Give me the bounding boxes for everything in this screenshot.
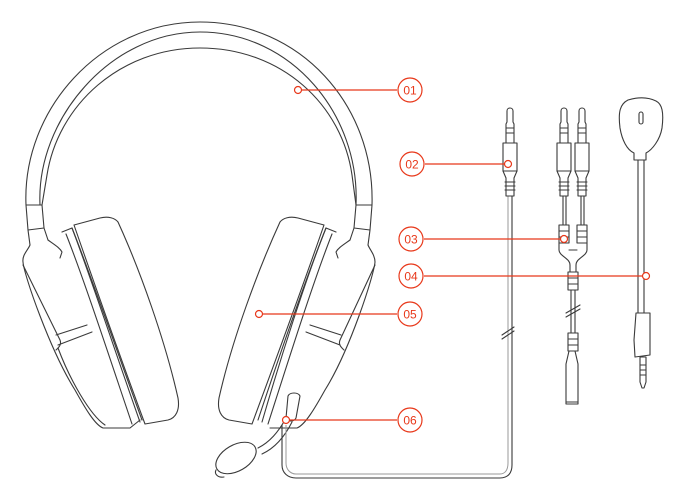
callout-05: 05 — [397, 301, 423, 327]
callout-label: 06 — [403, 414, 417, 428]
headband — [25, 21, 373, 246]
callout-label: 05 — [403, 308, 417, 322]
callout-03: 03 — [398, 226, 424, 252]
callout-leaders — [254, 85, 651, 425]
callout-04: 04 — [398, 263, 424, 289]
callout-label: 03 — [404, 233, 418, 247]
audio-cable-plug — [502, 107, 518, 197]
ear-cushion — [217, 216, 325, 425]
callout-06: 06 — [397, 407, 423, 433]
left-earcup — [22, 216, 180, 429]
detachable-boom-microphone — [618, 97, 664, 389]
headset — [22, 21, 515, 479]
pc-splitter-cable — [556, 107, 590, 405]
callout-label: 01 — [403, 84, 417, 98]
callout-label: 04 — [404, 270, 418, 284]
callout-01: 01 — [397, 77, 423, 103]
callout-02: 02 — [399, 151, 425, 177]
headset-cable — [281, 195, 515, 479]
callout-label: 02 — [405, 158, 419, 172]
